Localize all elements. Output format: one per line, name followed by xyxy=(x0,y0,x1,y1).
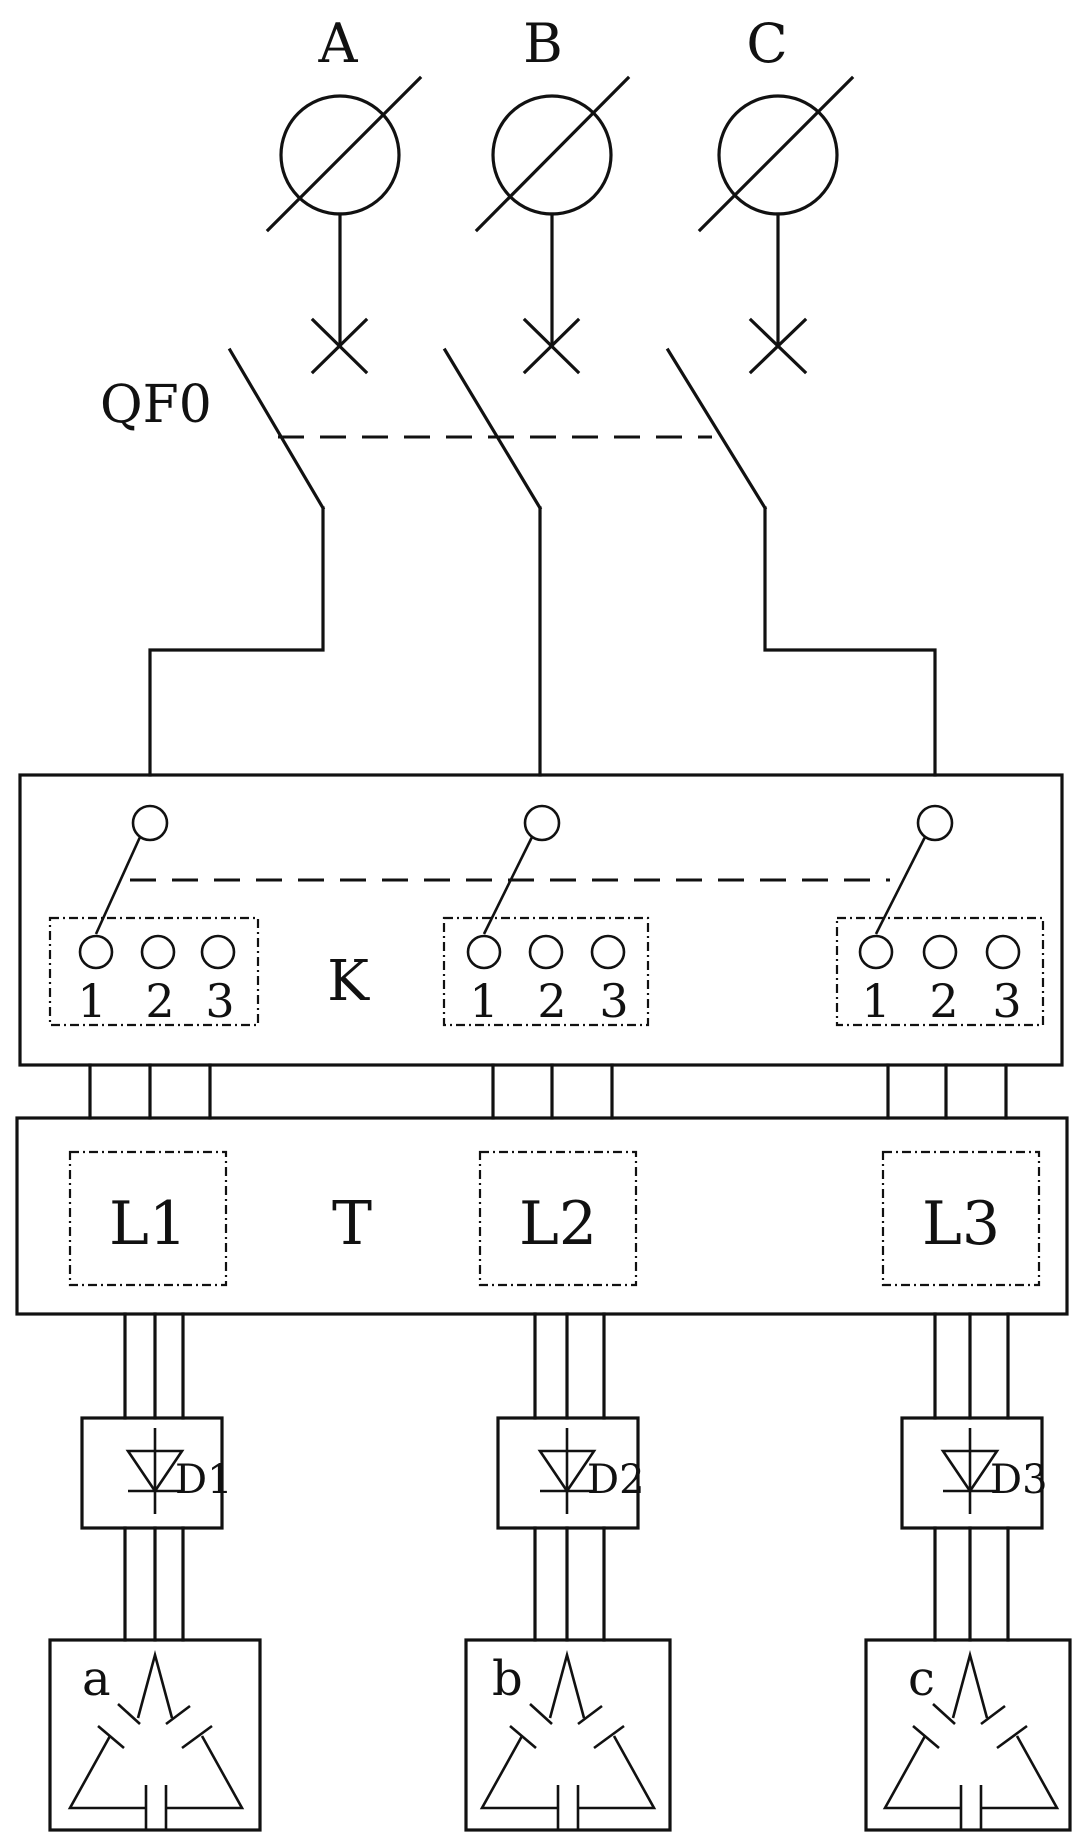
source-a: A xyxy=(265,12,423,375)
source-a-label: A xyxy=(318,12,359,75)
switch-blade-3 xyxy=(874,836,927,935)
diode-d3-icon xyxy=(940,1449,1000,1494)
load-c-box xyxy=(864,1638,1072,1832)
rectifier-output-wires xyxy=(123,1526,1010,1642)
switch-terminal-dot xyxy=(985,934,1021,970)
rectifier-d1-label: D1 xyxy=(175,1457,233,1503)
winding-l3-box xyxy=(881,1150,1041,1287)
terminal-label: 3 xyxy=(599,974,628,1028)
winding-l1-label: L1 xyxy=(109,1189,187,1259)
breaker-blade-a xyxy=(227,347,326,511)
load-b: b xyxy=(464,1638,672,1832)
switch-k-label: K xyxy=(327,949,370,1014)
breaker-label: QF0 xyxy=(100,375,212,435)
transformer-output-wires xyxy=(123,1312,1010,1420)
load-b-label: b xyxy=(492,1651,523,1707)
rectifier-d1: D1 xyxy=(80,1416,233,1530)
load-a-box xyxy=(48,1638,262,1832)
breaker-blade-b xyxy=(442,347,543,511)
wire-phase-a xyxy=(148,506,325,777)
load-c: c xyxy=(864,1638,1072,1832)
load-a: a xyxy=(48,1638,262,1832)
diode-d2-icon xyxy=(537,1449,597,1494)
switch-blade-2 xyxy=(482,836,534,935)
rectifier-d3-label: D3 xyxy=(990,1457,1048,1503)
terminal-label: 2 xyxy=(145,974,174,1028)
transformer-t: T L1 L2 L3 xyxy=(15,1116,1069,1316)
breaker-qf0: QF0 xyxy=(100,347,768,511)
terminal-label: 1 xyxy=(469,974,498,1028)
load-c-label: c xyxy=(908,1651,935,1707)
source-c-circle xyxy=(717,94,839,216)
switch-terminal-group-3 xyxy=(835,916,1045,1027)
transformer-box xyxy=(15,1116,1069,1316)
breaker-blade-c xyxy=(665,347,768,511)
rectifier-d3: D3 xyxy=(900,1416,1048,1530)
source-a-contact-x2 xyxy=(310,317,369,375)
selector-switch-k: K 1 2 3 1 2 3 xyxy=(18,773,1064,1067)
source-b-slash xyxy=(474,75,631,233)
switch-terminal-group-1 xyxy=(48,916,260,1027)
switch-pivot-1 xyxy=(131,804,169,842)
source-b-contact-x2 xyxy=(522,317,581,375)
load-b-box xyxy=(464,1638,672,1832)
switch-terminal-dot xyxy=(140,934,176,970)
diode-d1-icon xyxy=(125,1449,185,1494)
load-a-label: a xyxy=(82,1651,111,1707)
source-c-label: C xyxy=(746,12,787,75)
rectifier-d1-box xyxy=(80,1416,224,1530)
tap-wires xyxy=(88,1063,1008,1120)
source-a-slash xyxy=(265,75,423,233)
source-c-contact-x2 xyxy=(748,317,808,375)
delta-capacitor-icon xyxy=(67,1650,245,1830)
switch-terminal-dot xyxy=(858,934,894,970)
source-b: B xyxy=(474,12,631,375)
transformer-label: T xyxy=(332,1189,372,1259)
switch-group-2: 1 2 3 xyxy=(442,804,650,1028)
switch-terminal-dot xyxy=(528,934,564,970)
terminal-label: 2 xyxy=(537,974,566,1028)
switch-group-3: 1 2 3 xyxy=(835,804,1045,1028)
switch-k-box xyxy=(18,773,1064,1067)
switch-blade-1 xyxy=(94,836,142,935)
switch-terminal-dot xyxy=(466,934,502,970)
rectifier-d2: D2 xyxy=(496,1416,645,1530)
terminal-label: 2 xyxy=(929,974,958,1028)
winding-l3-label: L3 xyxy=(922,1189,1000,1259)
winding-l2-box xyxy=(478,1150,638,1287)
delta-capacitor-icon xyxy=(479,1650,657,1830)
source-c: C xyxy=(697,12,855,375)
terminal-label: 1 xyxy=(861,974,890,1028)
source-b-label: B xyxy=(523,12,563,75)
source-a-circle xyxy=(279,94,401,216)
switch-pivot-3 xyxy=(916,804,954,842)
terminal-label: 3 xyxy=(205,974,234,1028)
terminal-label: 1 xyxy=(77,974,106,1028)
switch-terminal-dot xyxy=(590,934,626,970)
switch-terminal-group-2 xyxy=(442,916,650,1027)
wire-phase-c xyxy=(763,506,937,777)
rectifier-d3-box xyxy=(900,1416,1044,1530)
rectifier-d2-label: D2 xyxy=(587,1457,645,1503)
switch-terminal-dot xyxy=(200,934,236,970)
winding-l1-box xyxy=(68,1150,228,1287)
delta-capacitor-icon xyxy=(882,1650,1060,1830)
terminal-label: 3 xyxy=(992,974,1021,1028)
switch-terminal-dot xyxy=(922,934,958,970)
source-c-slash xyxy=(697,75,855,233)
switch-pivot-2 xyxy=(523,804,561,842)
switch-terminal-dot xyxy=(78,934,114,970)
winding-l2-label: L2 xyxy=(519,1189,597,1259)
switch-group-1: 1 2 3 xyxy=(48,804,260,1028)
